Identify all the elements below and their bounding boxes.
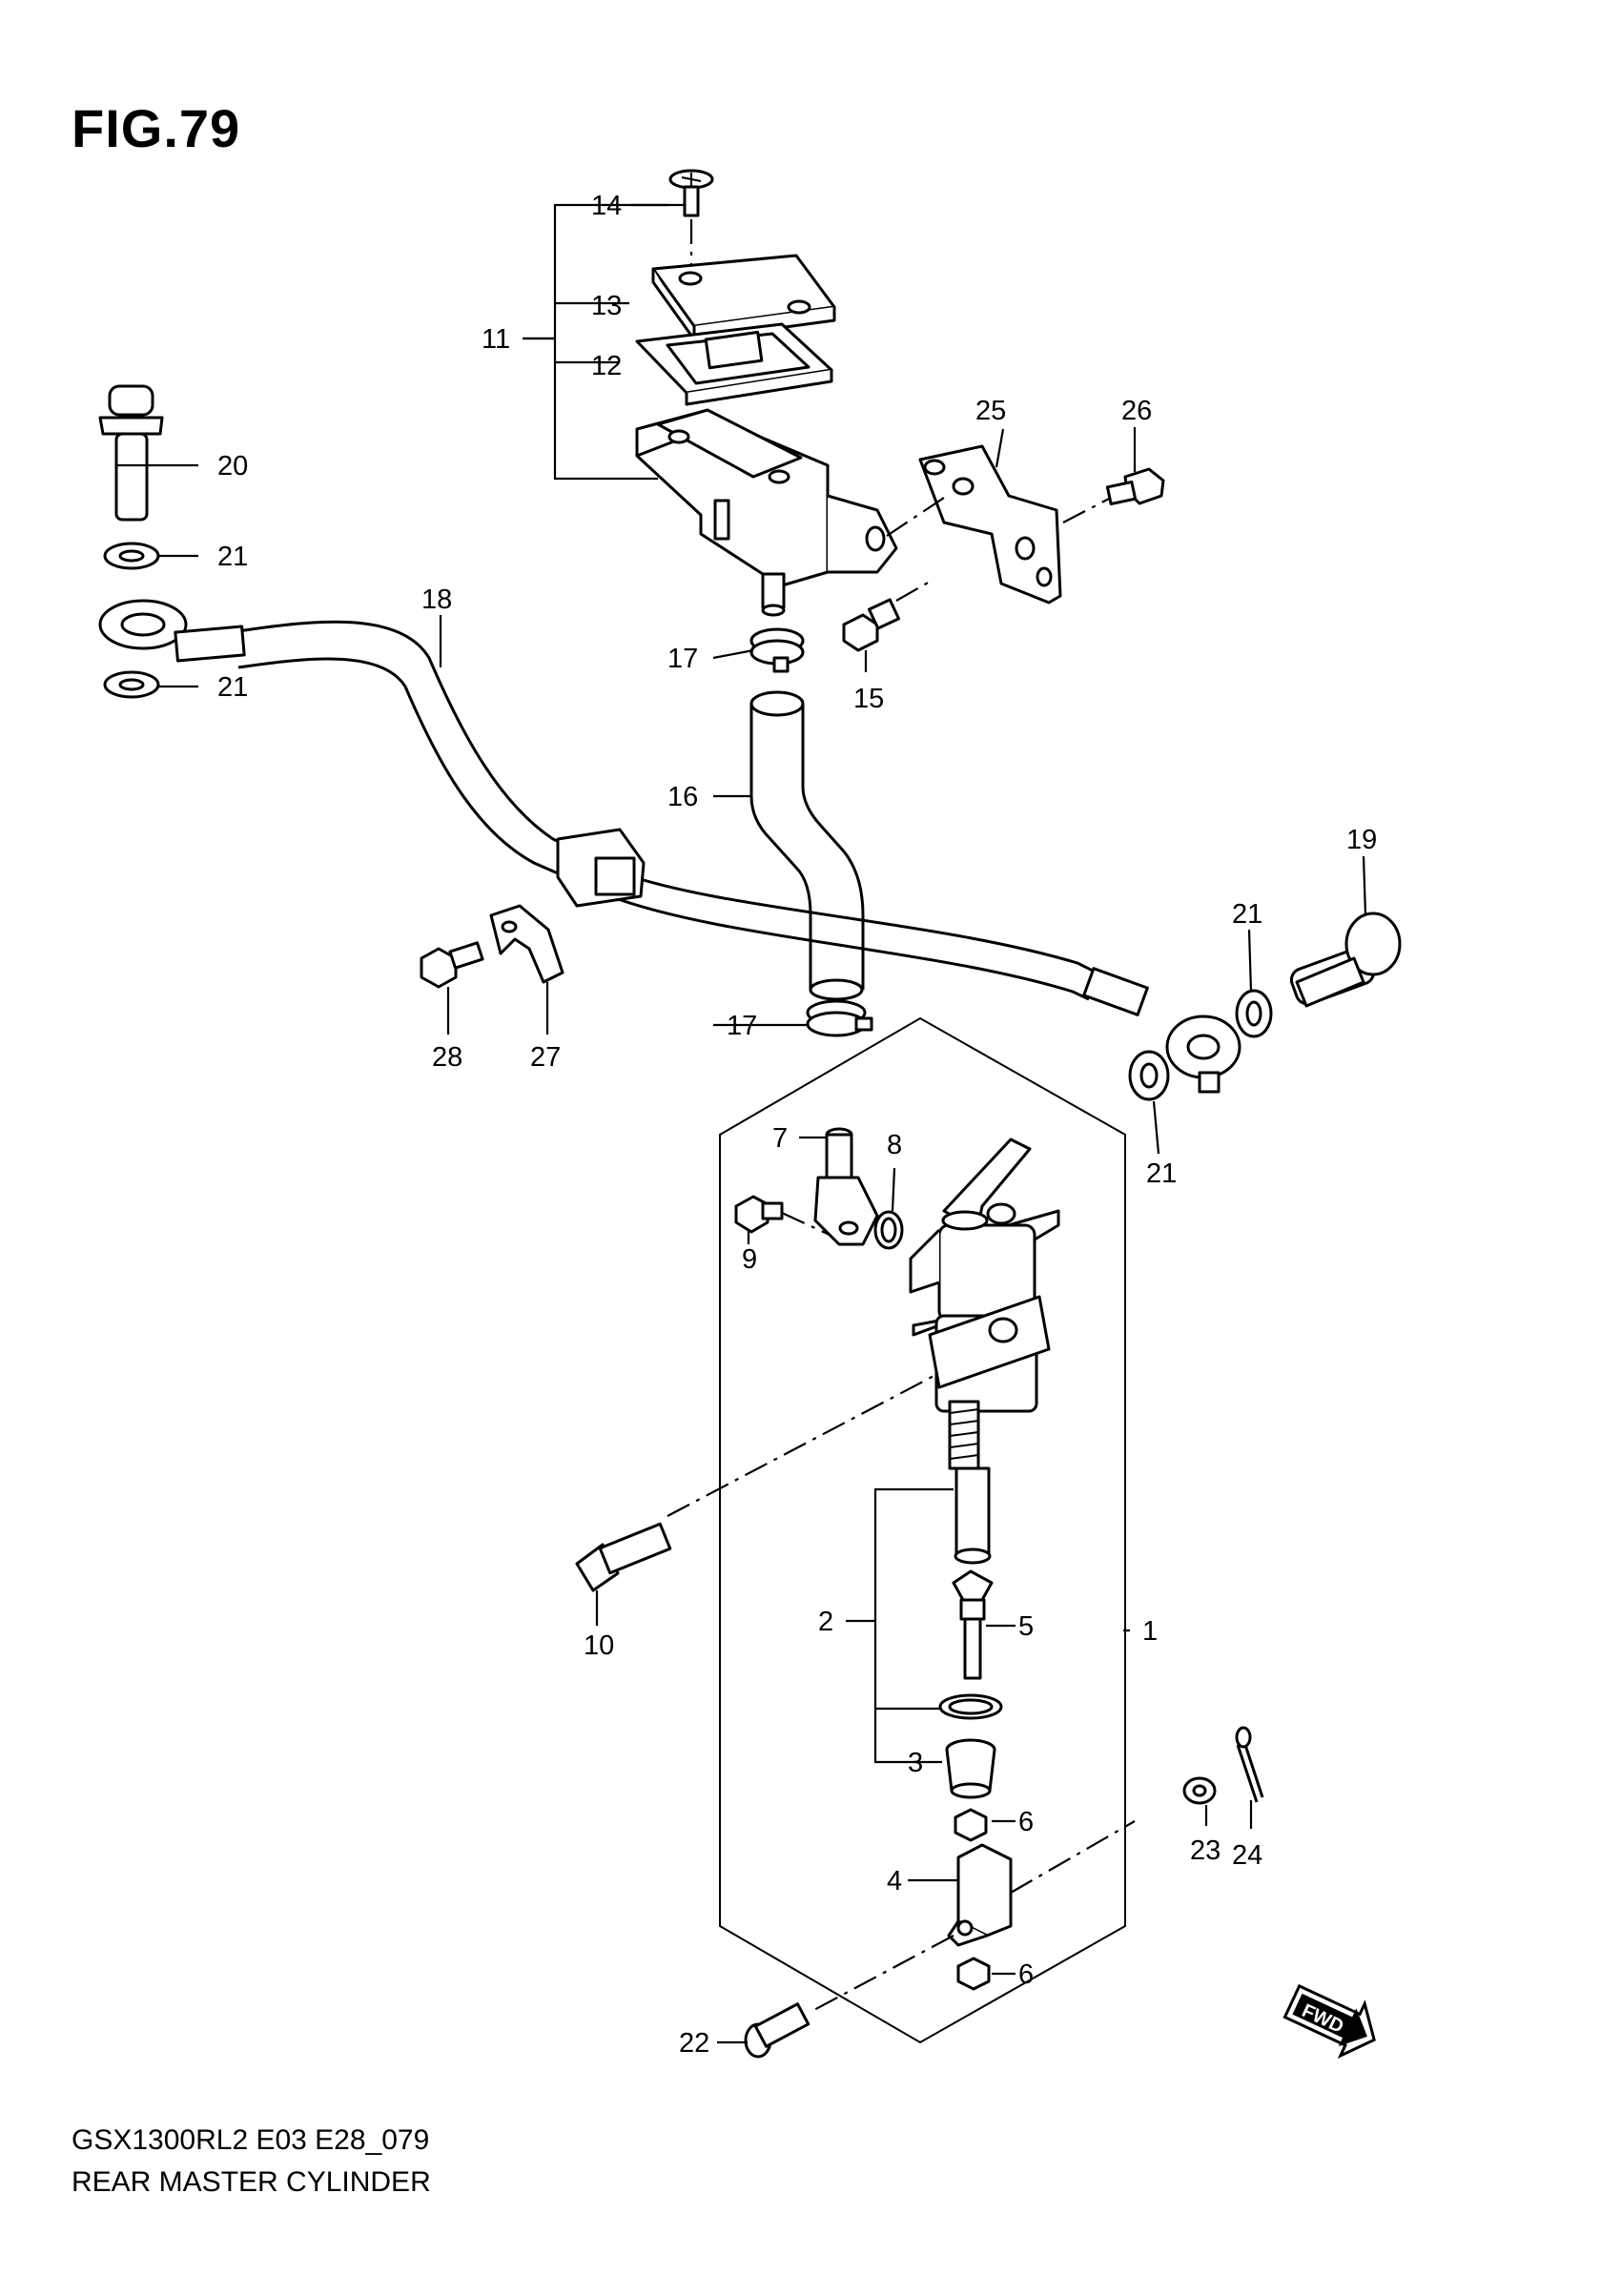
part-2-bracket-line <box>846 1487 954 1764</box>
part-21-washer-upper-left <box>103 542 160 570</box>
part-21-washer-lower-right <box>1128 1050 1170 1101</box>
callout-labels: 1 2 3 4 5 6 6 7 8 9 10 11 12 13 14 15 16… <box>217 191 1377 2059</box>
leader-lines <box>116 203 1367 2044</box>
part-5-pushrod <box>952 1569 994 1680</box>
callout-19: 19 <box>1346 825 1377 855</box>
part-16-reservoir-hose <box>749 690 865 1001</box>
part-2-piston-spring <box>948 1400 992 1565</box>
callout-4: 4 <box>887 1866 902 1896</box>
callout-15: 15 <box>853 684 884 714</box>
figure-title: FIG.79 <box>72 98 241 158</box>
diagram-code: GSX1300RL2 E03 E28_079 <box>72 2124 430 2156</box>
part-21-washer-lower-left <box>103 670 160 699</box>
part-26-bolt <box>1062 467 1165 523</box>
callout-18: 18 <box>421 584 452 615</box>
callout-28: 28 <box>432 1042 462 1073</box>
callout-6a: 6 <box>1018 1807 1034 1837</box>
callout-21b: 21 <box>217 672 248 703</box>
part-13-reservoir-cap <box>651 254 836 341</box>
callout-2: 2 <box>818 1607 833 1637</box>
callout-6b: 6 <box>1018 1959 1034 1990</box>
part-10-mounting-bolt <box>575 1372 940 1626</box>
callout-12: 12 <box>591 351 622 381</box>
callout-21a: 21 <box>217 542 248 572</box>
part-4-clevis <box>810 1820 1136 2013</box>
callout-17b: 17 <box>727 1011 757 1041</box>
callout-7: 7 <box>772 1123 788 1154</box>
callout-3: 3 <box>908 1748 923 1778</box>
part-23-washer <box>1182 1776 1217 1805</box>
part-11-reservoir-body <box>635 408 898 617</box>
callout-23: 23 <box>1190 1835 1221 1866</box>
callout-10: 10 <box>584 1630 614 1661</box>
part-9-bolt <box>734 1195 831 1236</box>
callout-24: 24 <box>1232 1840 1262 1871</box>
part-1-hexagon-frame <box>719 1016 1126 2044</box>
callout-27: 27 <box>530 1042 561 1073</box>
callout-5: 5 <box>1018 1611 1034 1642</box>
part-7-hose-fitting <box>813 1127 879 1246</box>
part-14-screw <box>668 169 714 281</box>
part-1-master-cylinder-body <box>909 1138 1060 1413</box>
part-24-cotter-pin <box>1235 1726 1264 1803</box>
callout-17a: 17 <box>667 644 698 674</box>
part-19-banjo-bolt <box>1289 912 1402 1008</box>
part-3-boot <box>945 1738 996 1799</box>
callout-9: 9 <box>742 1244 757 1275</box>
fwd-arrow-icon: FWD <box>1282 1983 1376 2060</box>
callout-1: 1 <box>1142 1616 1158 1647</box>
part-6-nut-lower <box>956 1957 991 1991</box>
part-8-o-ring <box>873 1210 904 1250</box>
part-20-banjo-bolt <box>98 384 164 522</box>
diagram-name: REAR MASTER CYLINDER <box>72 2166 431 2198</box>
part-6-nut-upper <box>954 1808 988 1842</box>
part-28-bolt <box>420 941 484 989</box>
callout-21d: 21 <box>1146 1158 1177 1189</box>
part-17-hose-clamp-lower <box>806 999 873 1037</box>
part-25-bracket <box>886 444 1062 605</box>
part-22-clevis-pin <box>744 2002 810 2059</box>
callout-20: 20 <box>217 451 248 482</box>
part-17-hose-clamp-upper <box>749 627 805 673</box>
part-15-bolt <box>842 581 931 672</box>
part-27-hose-clamp <box>489 904 564 984</box>
callout-11: 11 <box>482 324 510 355</box>
part-2-circlip <box>938 1693 1003 1720</box>
callout-26: 26 <box>1121 396 1152 426</box>
part-21-washer-upper-right <box>1235 989 1273 1038</box>
callout-21c: 21 <box>1232 899 1262 930</box>
part-18-brake-hose <box>98 599 1241 1094</box>
callout-16: 16 <box>667 782 698 812</box>
callout-25: 25 <box>975 396 1006 426</box>
callout-13: 13 <box>591 291 622 321</box>
callout-14: 14 <box>591 191 622 221</box>
callout-22: 22 <box>679 2028 709 2059</box>
part-12-diaphragm <box>635 322 833 406</box>
callout-8: 8 <box>887 1130 902 1160</box>
